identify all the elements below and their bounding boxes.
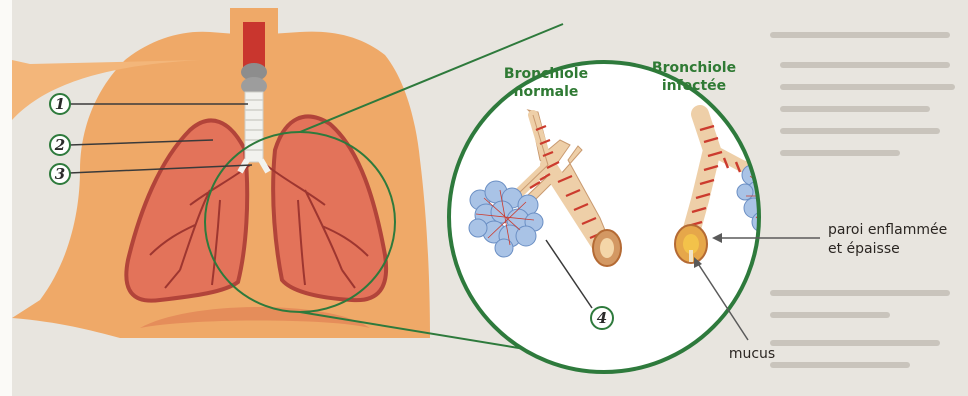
marker-3-label: 3 bbox=[55, 165, 65, 183]
marker-4-label: 4 bbox=[597, 309, 607, 327]
title-normal-line1: Bronchiole bbox=[504, 66, 588, 82]
marker-2-label: 2 bbox=[54, 136, 65, 154]
marker-4: 4 bbox=[591, 307, 613, 329]
title-infected-line2: infectée bbox=[662, 78, 726, 94]
title-normal-line2: normale bbox=[514, 84, 579, 100]
wall-label-line1: paroi enflammée bbox=[828, 222, 947, 238]
marker-2: 2 bbox=[50, 135, 70, 155]
marker-1: 1 bbox=[50, 94, 70, 114]
wall-label-line2: et épaisse bbox=[828, 241, 900, 257]
mucus-label: mucus bbox=[729, 346, 775, 362]
title-infected-line1: Bronchiole bbox=[652, 60, 736, 76]
marker-1-label: 1 bbox=[55, 95, 65, 113]
page-margin bbox=[0, 0, 12, 396]
marker-3: 3 bbox=[50, 164, 70, 184]
